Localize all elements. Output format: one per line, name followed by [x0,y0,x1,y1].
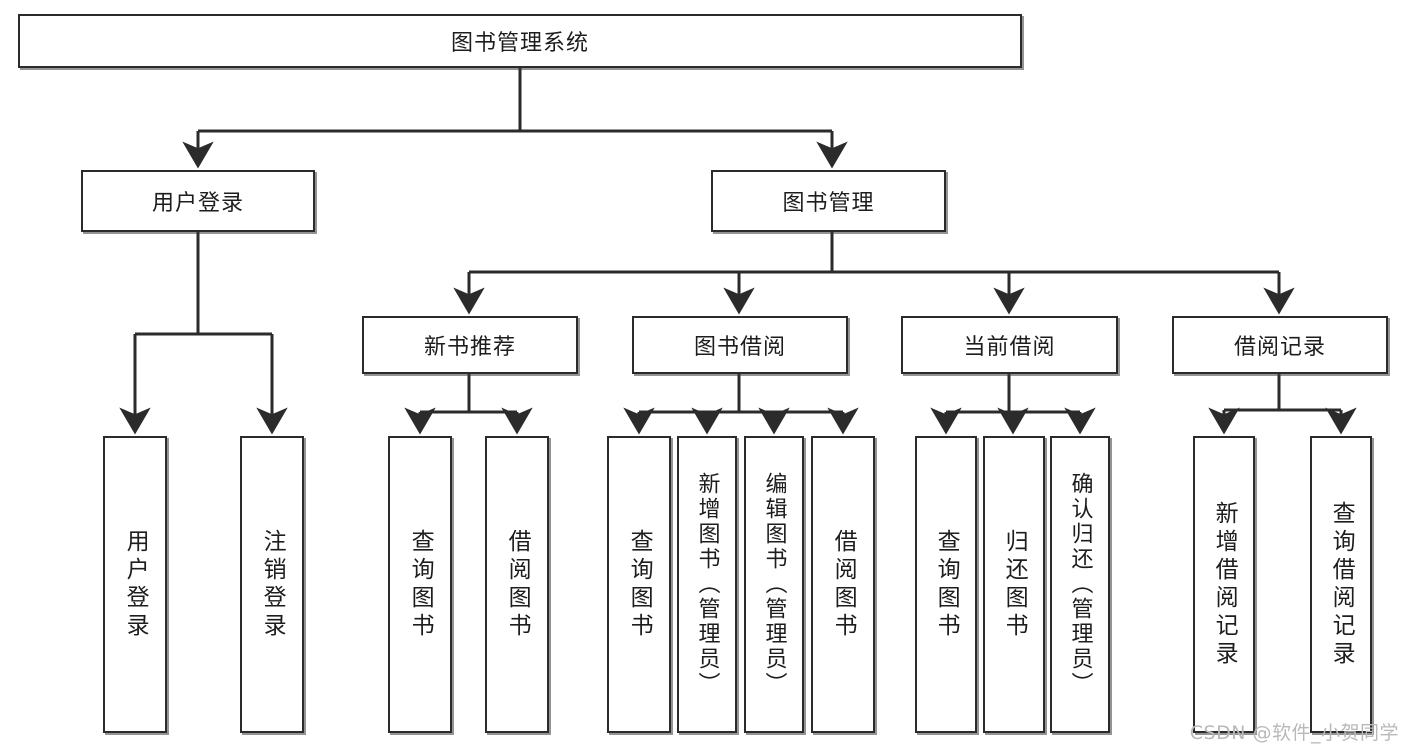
node-leaf-add-record[interactable]: 新增借阅记录 [1193,436,1255,733]
watermark: CSDN @软件_小贺同学 [1189,722,1399,744]
node-leaf-user-login[interactable]: 用户登录 [103,436,167,733]
node-leaf-return-book[interactable]: 归还图书 [983,436,1045,733]
node-leaf-user-login-label: 用户登录 [122,528,149,641]
node-new-book-recommend-label: 新书推荐 [423,335,516,360]
node-book-management[interactable]: 图书管理 [711,170,946,232]
node-leaf-edit-book[interactable]: 编辑图书（管理员） [744,436,804,733]
node-leaf-borrow-book-1[interactable]: 借阅图书 [485,436,549,733]
node-book-borrow-label: 图书借阅 [693,335,786,360]
node-borrow-record-label: 借阅记录 [1233,335,1326,360]
node-leaf-query-book-1[interactable]: 查询图书 [388,436,452,733]
node-current-borrow[interactable]: 当前借阅 [901,316,1118,374]
node-new-book-recommend[interactable]: 新书推荐 [362,316,578,374]
node-root[interactable]: 图书管理系统 [18,14,1022,68]
node-leaf-add-book-label: 新增图书（管理员） [694,472,720,697]
node-leaf-logout-label: 注销登录 [259,528,286,641]
node-current-borrow-label: 当前借阅 [963,335,1056,360]
node-leaf-add-book[interactable]: 新增图书（管理员） [677,436,737,733]
node-user-login-label: 用户登录 [151,191,244,216]
node-leaf-return-book-label: 归还图书 [1001,528,1028,641]
node-leaf-query-book-2[interactable]: 查询图书 [607,436,671,733]
node-user-login[interactable]: 用户登录 [81,170,315,232]
node-leaf-borrow-book-1-label: 借阅图书 [504,528,531,641]
node-leaf-confirm-return[interactable]: 确认归还（管理员） [1050,436,1110,733]
node-leaf-confirm-return-label: 确认归还（管理员） [1067,472,1093,697]
node-book-management-label: 图书管理 [782,191,875,216]
node-leaf-query-book-1-label: 查询图书 [407,528,434,641]
node-leaf-logout[interactable]: 注销登录 [240,436,304,733]
node-leaf-borrow-book-2-label: 借阅图书 [830,528,857,641]
node-leaf-query-book-3[interactable]: 查询图书 [915,436,977,733]
node-leaf-query-book-2-label: 查询图书 [626,528,653,641]
node-root-label: 图书管理系统 [450,31,589,56]
node-borrow-record[interactable]: 借阅记录 [1172,316,1388,374]
node-leaf-edit-book-label: 编辑图书（管理员） [761,472,787,697]
node-leaf-query-book-3-label: 查询图书 [933,528,960,641]
node-leaf-query-record-label: 查询借阅记录 [1328,500,1355,669]
node-leaf-add-record-label: 新增借阅记录 [1211,500,1238,669]
node-book-borrow[interactable]: 图书借阅 [632,316,848,374]
node-leaf-borrow-book-2[interactable]: 借阅图书 [811,436,875,733]
node-leaf-query-record[interactable]: 查询借阅记录 [1310,436,1372,733]
